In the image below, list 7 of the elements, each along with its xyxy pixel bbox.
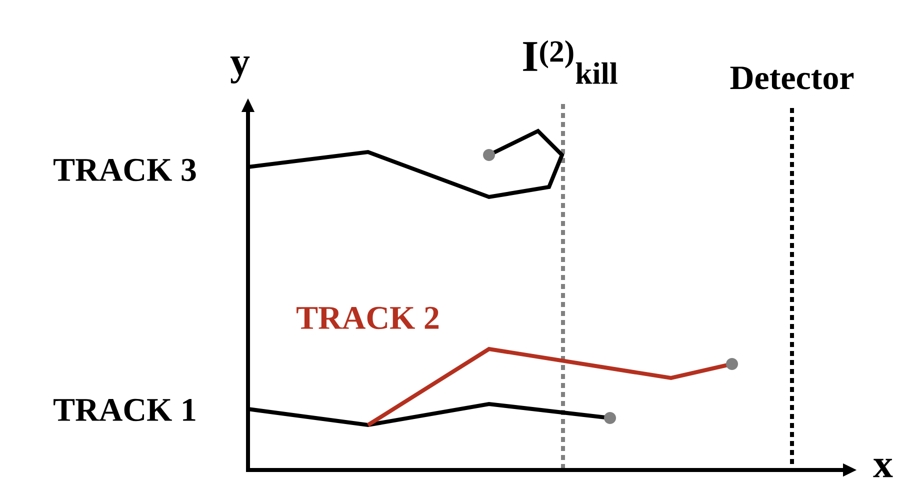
track-label: TRACK 3	[54, 158, 196, 182]
threshold-label: I$^{(2)}$kill	[523, 40, 618, 84]
track-label: TRACK 1	[54, 398, 196, 422]
track-label: TRACK 2	[296, 306, 439, 330]
axis-label: x	[873, 458, 893, 478]
axis-label: y	[230, 56, 250, 84]
detector-label: Detector	[730, 66, 854, 90]
